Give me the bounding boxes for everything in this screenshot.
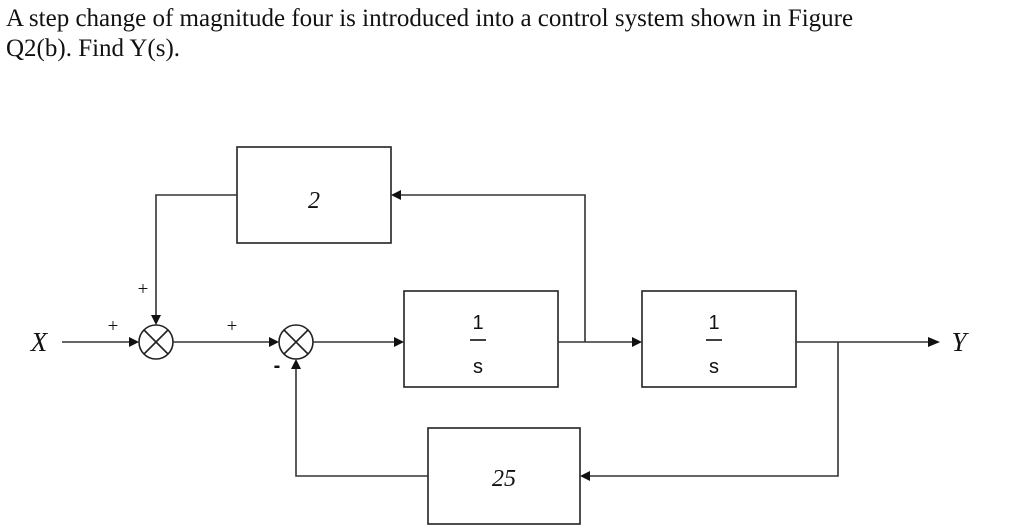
arrowhead: [151, 315, 161, 325]
integrator-1-denominator: s: [473, 356, 483, 378]
arrowhead: [632, 337, 642, 347]
wire-feedback-top: [399, 194, 586, 342]
sign-sum1-input-top: +: [138, 279, 149, 300]
question-line-1: A step change of magnitude four is intro…: [6, 5, 854, 32]
question-text: A step change of magnitude four is intro…: [6, 4, 1006, 64]
sign-sum1-input-x: +: [108, 316, 119, 337]
summing-junction-1: [138, 324, 174, 360]
gain-2-label: 2: [308, 188, 320, 214]
question-line-2: Q2(b). Find Y(s).: [6, 35, 181, 62]
sign-sum2-input-bottom: -: [274, 355, 281, 377]
block-integrator-2: [641, 290, 797, 388]
wire-gain2-to-sum1: [155, 194, 237, 317]
wire-feedback-bottom: [588, 342, 839, 477]
output-label: Y: [951, 327, 969, 357]
integrator-1-numerator: 1: [472, 312, 483, 334]
block-gain-2: [236, 146, 392, 244]
summing-junction-2: [278, 324, 314, 360]
gain-25-label: 25: [492, 466, 516, 492]
arrowhead: [129, 337, 139, 347]
sign-sum2-input-left: +: [227, 316, 238, 337]
integrator-2-numerator: 1: [708, 312, 719, 334]
block-integrator-1: [403, 290, 559, 388]
input-label: X: [30, 327, 49, 357]
arrowhead: [391, 190, 401, 200]
arrowhead: [269, 337, 279, 347]
wire-gain25-to-sum2: [295, 368, 428, 477]
arrowhead: [580, 471, 590, 481]
arrowhead: [291, 359, 301, 369]
arrowhead: [928, 337, 940, 347]
integrator-2-denominator: s: [709, 356, 719, 378]
arrowhead: [394, 337, 404, 347]
